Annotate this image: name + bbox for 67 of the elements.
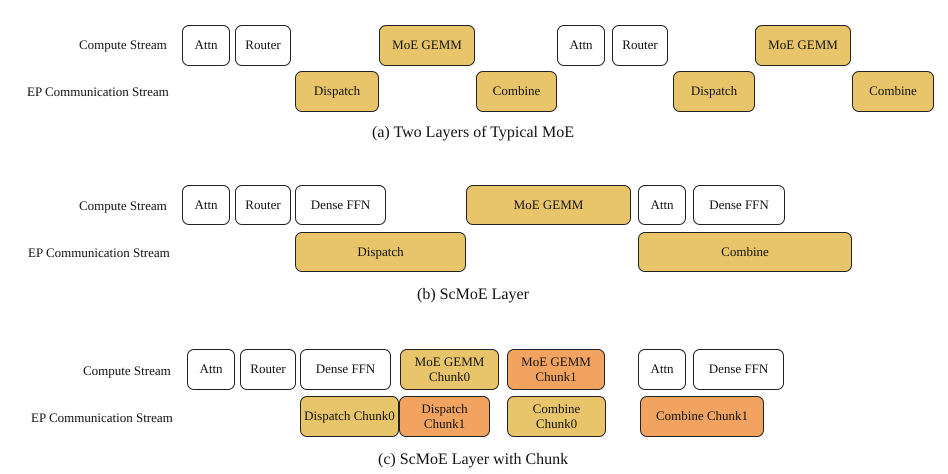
- process-box: [693, 349, 784, 390]
- box-label: Combine: [721, 244, 769, 260]
- process-box: [300, 396, 399, 437]
- process-box: [507, 396, 606, 437]
- process-box: [852, 71, 934, 112]
- process-box: [466, 185, 631, 225]
- box-label: MoE GEMM Chunk0: [414, 354, 486, 384]
- box-label: MoE GEMM: [392, 38, 462, 53]
- stream-label: EP Communication Stream: [31, 410, 173, 426]
- stream-label: EP Communication Stream: [28, 245, 170, 261]
- panel-caption: (c) ScMoE Layer with Chunk: [378, 451, 568, 469]
- box-label: Dispatch Chunk0: [304, 409, 395, 424]
- box-label: Dispatch: [357, 244, 404, 260]
- stream-label: Compute Stream: [79, 37, 167, 53]
- process-box: [300, 349, 391, 390]
- box-label: Router: [622, 38, 658, 53]
- panel-caption: (b) ScMoE Layer: [417, 286, 529, 304]
- process-box: [640, 396, 764, 437]
- box-label: Attn: [199, 362, 223, 377]
- process-box: [638, 232, 852, 272]
- box-label: Dense FFN: [316, 362, 376, 377]
- panel-caption: (a) Two Layers of Typical MoE: [372, 124, 574, 142]
- box-label: Dense FFN: [310, 198, 370, 212]
- box-label: Combine: [492, 84, 540, 99]
- process-box: [187, 349, 235, 390]
- process-box: [693, 185, 785, 225]
- box-label: Router: [250, 362, 286, 377]
- process-box: [182, 185, 230, 225]
- process-box: [638, 349, 686, 390]
- process-box: [400, 349, 499, 390]
- stream-label: Compute Stream: [83, 363, 171, 379]
- process-box: [182, 25, 230, 66]
- process-box: [507, 349, 605, 390]
- box-label: Dense FFN: [709, 198, 769, 212]
- box-label: Attn: [194, 38, 218, 53]
- process-box: [295, 71, 379, 112]
- box-label: Attn: [650, 362, 674, 377]
- box-label: Attn: [650, 198, 674, 212]
- stream-label: EP Communication Stream: [27, 84, 169, 100]
- box-label: Attn: [194, 198, 218, 212]
- box-label: Dispatch Chunk1: [420, 402, 469, 432]
- box-label: MoE GEMM: [768, 38, 838, 53]
- box-label: MoE GEMM Chunk1: [520, 354, 592, 384]
- box-label: MoE GEMM: [514, 198, 584, 212]
- box-label: Router: [245, 198, 281, 212]
- box-label: Attn: [569, 38, 593, 53]
- box-label: Dispatch: [690, 84, 738, 99]
- process-box: [235, 25, 291, 66]
- process-box: [240, 349, 296, 390]
- process-box: [399, 396, 490, 437]
- box-label: Combine: [869, 84, 917, 99]
- box-label: Router: [245, 38, 281, 53]
- process-box: [235, 185, 291, 225]
- process-box: [295, 185, 386, 225]
- process-box: [295, 232, 466, 272]
- process-box: [638, 185, 686, 225]
- process-box: [612, 25, 668, 66]
- process-box: [557, 25, 605, 66]
- box-label: Dispatch: [314, 84, 360, 99]
- process-box: [476, 71, 557, 112]
- process-box: [379, 25, 475, 66]
- box-label: Dense FFN: [708, 362, 768, 377]
- stream-label: Compute Stream: [79, 198, 167, 214]
- box-label: Combine Chunk0: [532, 402, 582, 432]
- process-box: [755, 25, 851, 66]
- box-label: Combine Chunk1: [656, 409, 748, 424]
- process-box: [673, 71, 755, 112]
